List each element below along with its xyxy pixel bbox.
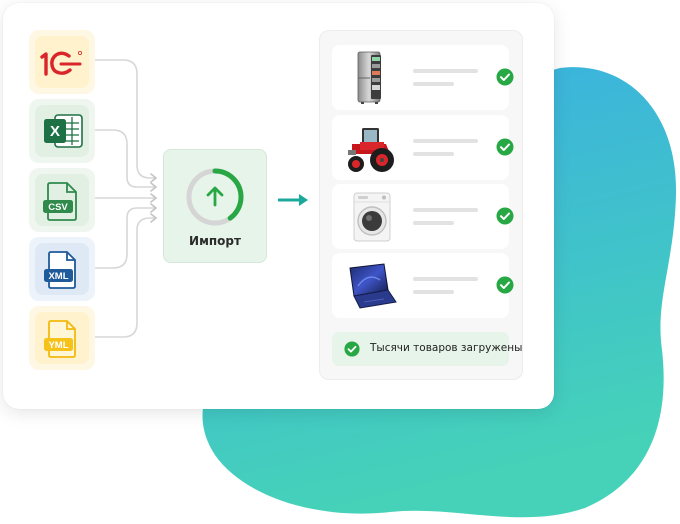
product-card-tractor[interactable] — [332, 115, 509, 180]
product-card-refrigerator[interactable] — [332, 45, 509, 110]
source-csv: CSV — [29, 168, 95, 232]
product-subtitle-placeholder — [413, 290, 454, 294]
product-card-laptop[interactable] — [332, 253, 509, 318]
import-label: Импорт — [163, 234, 267, 248]
xml-file-icon: XML — [29, 237, 95, 301]
product-title-placeholder — [413, 277, 478, 281]
product-subtitle-placeholder — [413, 82, 454, 86]
yml-file-icon: YML — [29, 306, 95, 370]
xml-label: XML — [48, 271, 68, 282]
excel-letter: X — [50, 123, 60, 140]
product-title-placeholder — [413, 139, 478, 143]
laptop-icon — [344, 258, 400, 314]
product-subtitle-placeholder — [413, 152, 454, 156]
status-banner: Тысячи товаров загружены — [332, 332, 509, 366]
washing-machine-icon — [344, 189, 400, 245]
product-title-placeholder — [413, 208, 478, 212]
check-circle-icon — [344, 341, 360, 357]
yml-label: YML — [48, 340, 68, 351]
check-circle-icon — [496, 207, 514, 225]
upload-arrow-icon — [208, 188, 222, 205]
product-card-washing-machine[interactable] — [332, 184, 509, 249]
products-panel: Тысячи товаров загружены — [319, 30, 523, 380]
check-circle-icon — [496, 138, 514, 156]
source-yml: YML — [29, 306, 95, 370]
source-1c — [29, 30, 95, 94]
import-button[interactable]: Импорт — [163, 149, 267, 263]
csv-label: CSV — [48, 202, 68, 213]
source-xml: XML — [29, 237, 95, 301]
product-subtitle-placeholder — [413, 221, 454, 225]
check-circle-icon — [496, 276, 514, 294]
tractor-icon — [344, 120, 400, 176]
refrigerator-icon — [344, 50, 400, 106]
arrow-right-icon — [278, 191, 310, 209]
1c-logo-icon — [29, 30, 95, 94]
product-title-placeholder — [413, 69, 478, 73]
check-circle-icon — [496, 68, 514, 86]
source-excel: X — [29, 99, 95, 163]
csv-file-icon: CSV — [29, 168, 95, 232]
status-message: Тысячи товаров загружены — [370, 342, 522, 354]
excel-icon: X — [29, 99, 95, 163]
import-progress-ring — [184, 166, 246, 228]
